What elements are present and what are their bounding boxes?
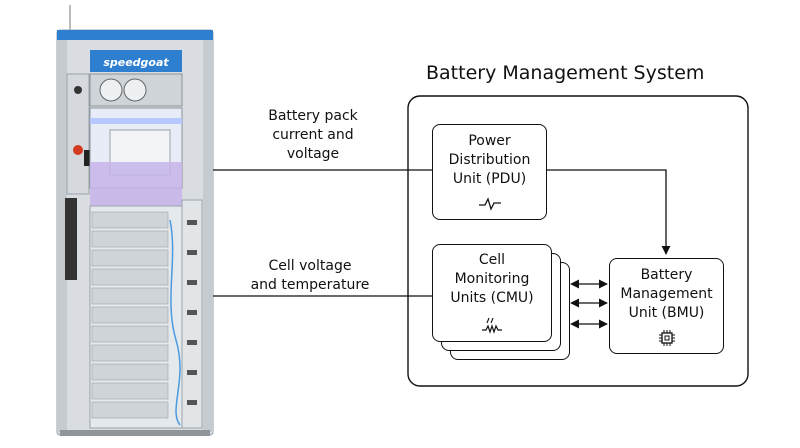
rack-right-ports [187,220,197,405]
rack-module-slots [91,211,169,419]
cmu-label: Cell Monitoring Units (CMU) [450,252,534,306]
cell-input-label: Cell voltage and temperature [250,258,370,293]
rack-side-right [203,40,213,432]
rack-control-column [66,73,90,195]
rack-brand-label: speedgoat [103,56,169,69]
pdu-label: Power Distribution Unit (PDU) [448,133,531,187]
pack-input-label: Battery pack current and voltage [268,108,358,162]
bmu-box [609,258,724,354]
rack-switch [74,86,82,94]
rack-base [60,430,210,436]
rack-top-bar [57,30,213,40]
pdu-to-bmu-arrow [547,169,671,255]
rack-header-panel [90,50,182,72]
rack-left-connectors [65,198,77,280]
rack-fan-2 [123,78,147,102]
bms-frame [407,95,749,387]
rack-fan-1 [99,78,123,102]
rack-glow-strip [90,118,182,124]
chip-icon [659,330,675,346]
waveform-icon [479,197,501,211]
rack-purple-grid [90,162,182,206]
rack-blue-cable [169,219,181,426]
diagram-title: Battery Management System [426,62,705,84]
rack-side-left [57,40,67,432]
bmu-label: Battery Management Unit (BMU) [620,267,713,321]
thermistor-icon [482,317,502,334]
rack-estop [73,145,83,155]
